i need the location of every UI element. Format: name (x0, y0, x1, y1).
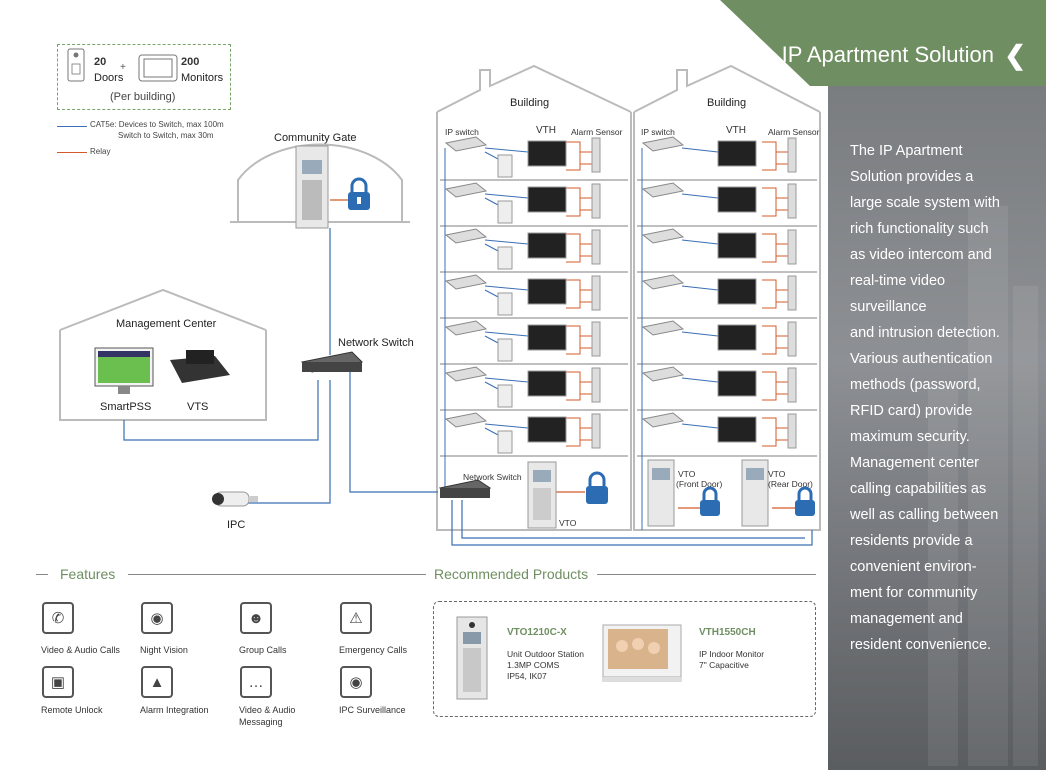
products-box (433, 601, 816, 717)
chevron-left-icon[interactable]: ❮ (1004, 40, 1026, 70)
product-desc: Unit Outdoor Station (507, 649, 585, 659)
skyline-decoration (1013, 286, 1038, 766)
product-desc: IP Indoor Monitor (699, 649, 765, 659)
features-rule-right (128, 574, 426, 575)
feature-label: IPC Surveillance (339, 705, 406, 715)
building-switch-label: Network Switch (463, 472, 522, 482)
management-center-label: Management Center (116, 318, 217, 330)
product-desc: 1.3MP COMS (507, 660, 560, 670)
feature-label: Video & Audio (239, 705, 296, 715)
capacity-legend (57, 44, 231, 110)
ipc-camera (212, 491, 258, 507)
ipc-label: IPC (227, 519, 246, 531)
vts-console (170, 356, 230, 383)
doors-label: Doors (94, 72, 124, 84)
front-door-label: (Front Door) (676, 479, 723, 489)
lock-icon: ▣ (42, 666, 74, 698)
alarm-relay-lines (566, 141, 788, 447)
product-name: VTO1210C-X (507, 627, 567, 638)
monitor-icon (138, 54, 178, 82)
skyline-decoration (968, 206, 1008, 766)
per-building-note: (Per building) (110, 91, 176, 103)
cat5e-line-swatch (57, 126, 87, 127)
cat5e-legend-line1: CAT5e: Devices to Switch, max 100m (90, 120, 224, 129)
product-desc: IP54, IK07 (507, 671, 547, 681)
feature-label: Video & Audio Calls (41, 645, 120, 655)
vth-label-right: VTH (726, 125, 746, 136)
plus-sign: + (120, 62, 126, 73)
lock-icon (795, 486, 815, 516)
skyline-decoration (928, 386, 958, 766)
rear-door-label: (Rear Door) (768, 479, 813, 489)
features-heading: Features (60, 566, 116, 582)
building-left-title: Building (510, 97, 550, 109)
vto1210c-image (456, 616, 488, 700)
ip-switch-label-right: IP switch (641, 127, 675, 137)
management-center-house (59, 330, 267, 421)
feature-label: Group Calls (239, 645, 287, 655)
warning-icon: ▲ (141, 666, 173, 698)
feature-label: Alarm Integration (140, 705, 209, 715)
building-vto-label: VTO (559, 518, 577, 528)
products-rule (597, 574, 816, 575)
alarm-light-icon: ⚠ (340, 602, 372, 634)
doors-count: 20 (94, 56, 107, 68)
network-diagram (59, 64, 821, 546)
page-title: IP Apartment Solution (781, 42, 994, 67)
camera-icon: ◉ (340, 666, 372, 698)
community-gate-label: Community Gate (274, 132, 357, 144)
monitors-label: Monitors (181, 72, 224, 84)
feature-label: Emergency Calls (339, 645, 408, 655)
eye-icon: ◉ (141, 602, 173, 634)
vth-label-left: VTH (536, 125, 556, 136)
ip-switch-label-left: IP switch (445, 127, 479, 137)
building-right-outline (633, 112, 821, 531)
product-desc: 7" Capacitive (699, 660, 749, 670)
alarm-sensor-label-right: Alarm Sensor (768, 127, 820, 137)
community-gate-arch (237, 143, 403, 222)
product-name: VTH1550CH (699, 627, 756, 638)
chat-icon: … (240, 666, 272, 698)
monitors-count: 200 (181, 56, 200, 68)
features-rule-left (36, 574, 48, 575)
phone-icon: ✆ (42, 602, 74, 634)
front-vto-label: VTO (678, 469, 696, 479)
products-heading: Recommended Products (434, 566, 589, 582)
relay-legend: Relay (90, 147, 111, 156)
vth1550ch-image (602, 624, 682, 682)
smartpss-label: SmartPSS (100, 401, 152, 413)
vts-label: VTS (187, 401, 209, 413)
feature-label: Remote Unlock (41, 705, 103, 715)
feature-label-cont: Messaging (239, 717, 283, 727)
building-left-outline (436, 112, 632, 531)
network-switch-label: Network Switch (338, 337, 414, 349)
relay-line-swatch (57, 152, 87, 153)
alarm-sensor-label-left: Alarm Sensor (571, 127, 623, 137)
group-icon: ☻ (240, 602, 272, 634)
lock-icon (348, 177, 370, 210)
lock-icon (586, 471, 608, 504)
building-right-title: Building (707, 97, 747, 109)
door-station-icon (67, 48, 85, 82)
lock-icon (700, 486, 720, 516)
feature-label: Night Vision (140, 645, 188, 655)
rear-vto-label: VTO (768, 469, 786, 479)
cat5e-legend-line2: Switch to Switch, max 30m (118, 131, 214, 140)
